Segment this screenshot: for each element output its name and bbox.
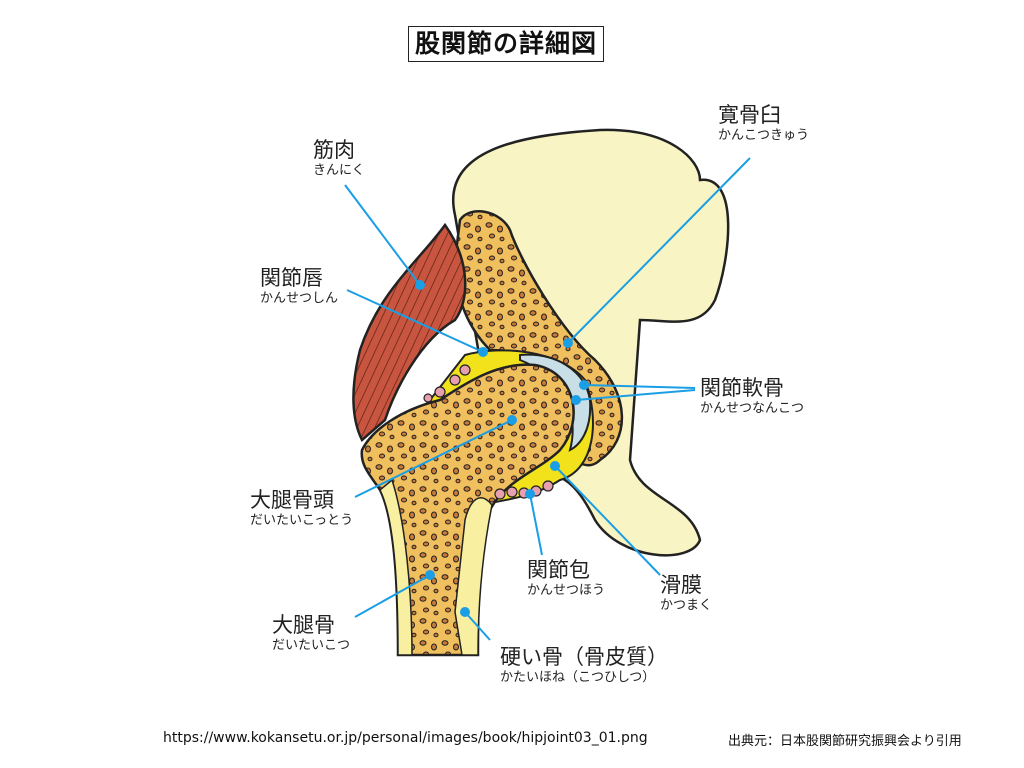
- pointer-femur: [354, 574, 431, 618]
- source-credit: 出典元：日本股関節研究振興会より引用: [728, 734, 962, 749]
- label-main: 大腿骨頭: [250, 488, 334, 512]
- label-ruby: だいたいこっとう: [250, 513, 354, 528]
- pointer-muscle: [344, 184, 421, 286]
- pointer-femoral-head: [354, 419, 513, 498]
- source-url: https://www.kokansetu.or.jp/personal/ima…: [163, 730, 648, 746]
- label-ruby: かんこつきゅう: [718, 128, 810, 143]
- pointer-labrum: [346, 289, 484, 353]
- muscle-shape: [352, 222, 467, 443]
- pointer-cartilage-1: [583, 384, 696, 389]
- label-main: 関節包: [527, 558, 590, 582]
- label-ruby: かたいほね（こつひしつ）: [500, 670, 656, 685]
- pointer-dots: [415, 280, 589, 617]
- label-acetabulum: 寛骨臼 かんこつきゅう: [718, 103, 809, 145]
- pointer-synovium: [554, 465, 661, 576]
- label-main: 筋肉: [313, 138, 355, 162]
- label-ruby: かんせつほう: [527, 583, 606, 598]
- cortical-bone-strip-left: [379, 478, 413, 656]
- label-main: 関節軟骨: [700, 376, 784, 400]
- label-ruby: かんせつなんこつ: [700, 401, 805, 416]
- label-ruby: かんせつしん: [260, 291, 339, 306]
- label-main: 寛骨臼: [718, 103, 781, 127]
- pointer-capsule: [529, 493, 543, 556]
- label-femoral-head: 大腿骨頭 だいたいこっとう: [250, 488, 353, 530]
- label-main: 滑膜: [660, 573, 702, 597]
- pointer-lines: [344, 157, 751, 641]
- label-ruby: かつまく: [660, 598, 713, 613]
- label-synovium: 滑膜 かつまく: [660, 573, 712, 615]
- capsule-villi: [423, 364, 554, 500]
- label-femur: 大腿骨 だいたいこつ: [272, 613, 350, 655]
- label-ruby: きんにく: [313, 163, 365, 178]
- page-title: 股関節の詳細図: [408, 26, 605, 62]
- label-cartilage: 関節軟骨 かんせつなんこつ: [700, 376, 804, 418]
- pointer-acetabulum: [567, 157, 751, 344]
- pointer-cortical: [464, 611, 491, 641]
- label-main: 硬い骨（骨皮質）: [500, 645, 668, 669]
- label-main: 関節唇: [260, 266, 323, 290]
- label-ruby: だいたいこつ: [272, 638, 351, 653]
- label-cortical-bone: 硬い骨（骨皮質） かたいほね（こつひしつ）: [500, 645, 668, 687]
- label-muscle: 筋肉 きんにく: [313, 138, 365, 180]
- label-labrum: 関節唇 かんせつしん: [260, 266, 338, 308]
- label-capsule: 関節包 かんせつほう: [527, 558, 605, 600]
- label-main: 大腿骨: [272, 613, 335, 637]
- pointer-cartilage-2: [575, 389, 696, 401]
